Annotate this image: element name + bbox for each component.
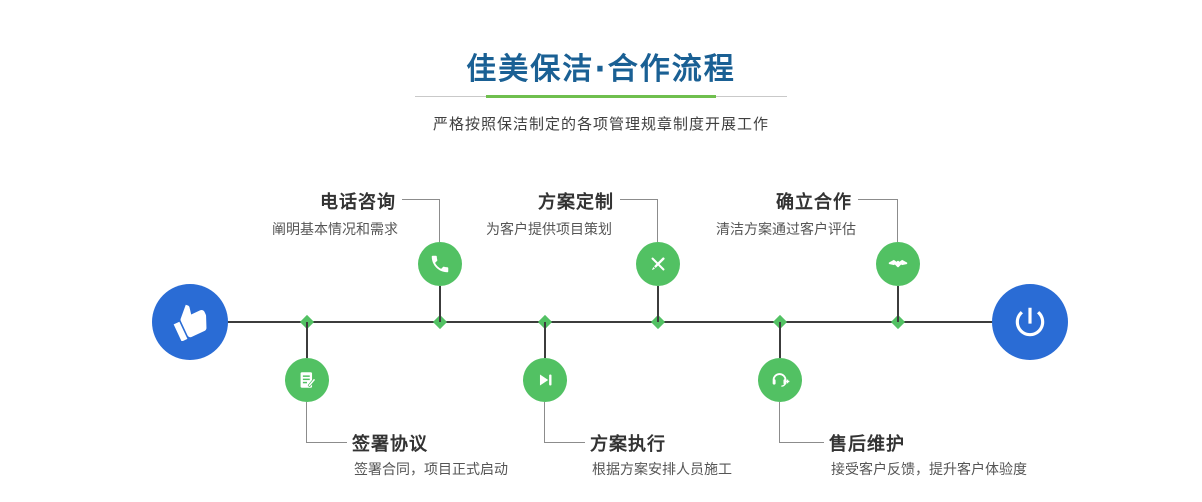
- timeline-line: [190, 321, 1030, 323]
- play-step-icon: [539, 374, 552, 386]
- connector-line: [657, 286, 659, 322]
- pointing-hand-icon: [173, 304, 207, 341]
- label-connector: [620, 199, 658, 242]
- design-icon: [651, 257, 665, 271]
- label-connector: [858, 199, 898, 242]
- headset-icon: [772, 373, 790, 387]
- step-node-design: [636, 242, 680, 286]
- timeline-end-node: [992, 284, 1068, 360]
- connector-line: [439, 286, 441, 322]
- step-node-handshake: [876, 242, 920, 286]
- step-label-handshake: 确立合作: [776, 192, 852, 213]
- title-divider: [415, 95, 787, 98]
- step-label-phone: 电话咨询: [320, 192, 396, 213]
- label-connector: [779, 402, 824, 443]
- step-node-phone: [418, 242, 462, 286]
- step-desc-design: 为客户提供项目策划: [486, 222, 612, 238]
- step-node-headset: [758, 358, 802, 402]
- contract-icon: [300, 372, 316, 388]
- connector-line: [306, 322, 308, 358]
- page-title: 佳美保洁·合作流程: [466, 52, 736, 87]
- connector-line: [897, 286, 899, 322]
- timeline-start-node: [152, 284, 228, 360]
- step-desc-phone: 阐明基本情况和需求: [272, 222, 398, 238]
- step-node-contract: [285, 358, 329, 402]
- connector-line: [779, 322, 781, 358]
- step-desc-handshake: 清洁方案通过客户评估: [716, 222, 856, 238]
- step-label-headset: 售后维护: [829, 434, 905, 455]
- step-label-contract: 签署协议: [352, 434, 428, 455]
- divider-accent: [486, 95, 716, 98]
- label-connector: [306, 402, 347, 443]
- label-connector: [402, 199, 440, 242]
- power-icon: [1015, 307, 1045, 337]
- handshake-icon: [888, 259, 908, 268]
- phone-icon: [431, 255, 449, 273]
- step-label-execute: 方案执行: [590, 434, 666, 455]
- step-node-execute: [523, 358, 567, 402]
- step-label-design: 方案定制: [538, 192, 614, 213]
- label-connector: [544, 402, 585, 443]
- step-desc-execute: 根据方案安排人员施工: [592, 462, 732, 478]
- connector-line: [544, 322, 546, 358]
- step-desc-contract: 签署合同，项目正式启动: [354, 462, 508, 478]
- page-subtitle: 严格按照保洁制定的各项管理规章制度开展工作: [432, 115, 769, 133]
- step-desc-headset: 接受客户反馈，提升客户体验度: [831, 462, 1027, 478]
